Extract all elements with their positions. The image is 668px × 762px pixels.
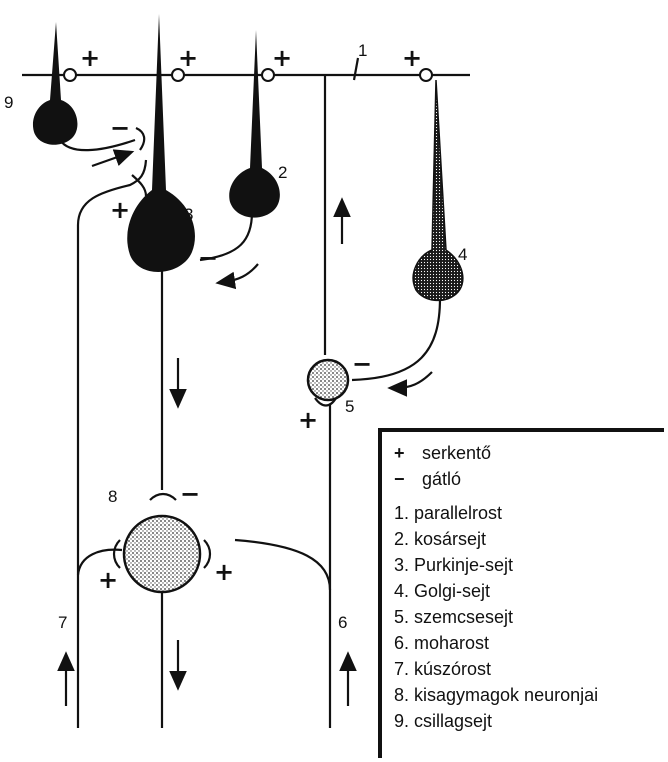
legend-item: 8. kisagymagok neuronjai [394,685,599,705]
sign-plus-basket: + [272,44,292,72]
sign-plus-mossy-granule: + [298,406,318,434]
purkinje-cell [127,14,195,272]
legend: + serkentő −gátló 1. parallelrost 2. kosá… [378,428,664,758]
stellate-axon [59,138,136,152]
sign-minus-stellate: − [110,114,130,142]
label-nuclear-neuron: 8 [108,487,117,506]
basket-cell [229,30,280,218]
label-golgi-cell: 4 [458,245,467,264]
parallel-fiber-leader [352,57,360,81]
arrow-stellate [91,149,135,168]
sign-plus-stellate: + [80,44,100,72]
climbing-fiber [76,159,148,728]
label-stellate-cell: 9 [4,93,13,112]
legend-item: 6. moharost [394,633,490,653]
golgi-axon [351,297,442,382]
legend-item: 5. szemcsesejt [394,607,514,627]
stellate-cell [32,22,78,145]
sign-minus-nuclear: − [180,480,200,508]
sign-minus-basket: − [198,244,218,272]
synapse-cap-nuclear-right [203,539,212,569]
sign-plus-nuclear-left: + [98,566,118,594]
legend-text: gátló [422,469,462,489]
sign-plus-nuclear-right: + [214,558,234,586]
legend-sign-inhibitory: −gátló [394,466,664,492]
legend-item: 9. csillagsejt [394,711,493,731]
legend-symbol: − [394,469,405,489]
sign-plus-climbing: + [110,196,130,224]
label-mossy-fiber: 6 [338,613,347,632]
legend-symbol: + [394,443,405,463]
label-granule-cell: 5 [345,397,354,416]
synapse-cap-nuclear-top [149,492,177,501]
legend-text: serkentő [422,443,492,463]
label-climbing-fiber: 7 [58,613,67,632]
synapse-stellate [63,68,77,82]
golgi-cell [412,79,464,302]
synapse-purkinje [171,68,185,82]
sign-minus-golgi: − [352,350,372,378]
legend-sign-excitatory: + serkentő [394,440,664,466]
arrow-golgi [387,371,433,397]
climbing-fiber-collateral [76,548,123,576]
basket-axon [199,211,254,262]
legend-item: 2. kosársejt [394,529,487,549]
legend-item: 4. Golgi-sejt [394,581,491,601]
label-basket-cell: 2 [278,163,287,182]
granule-cell [306,358,350,402]
legend-item: 7. kúszórost [394,659,492,679]
synapse-cap-purkinje-stellate [135,126,146,151]
legend-item: 3. Purkinje-sejt [394,555,514,575]
label-parallel-fiber: 1 [358,41,367,60]
synapse-golgi [419,68,433,82]
arrow-basket [215,263,259,290]
synapse-cap-purkinje-climbing [131,174,148,197]
legend-item: 1. parallelrost [394,503,503,523]
label-purkinje-cell: 3 [184,205,193,224]
nuclear-neuron [122,514,202,594]
mossy-fiber [234,538,332,728]
synapse-basket [261,68,275,82]
sign-plus-golgi: + [402,44,422,72]
sign-plus-purkinje: + [178,44,198,72]
synapse-cap-nuclear-left [112,539,121,569]
